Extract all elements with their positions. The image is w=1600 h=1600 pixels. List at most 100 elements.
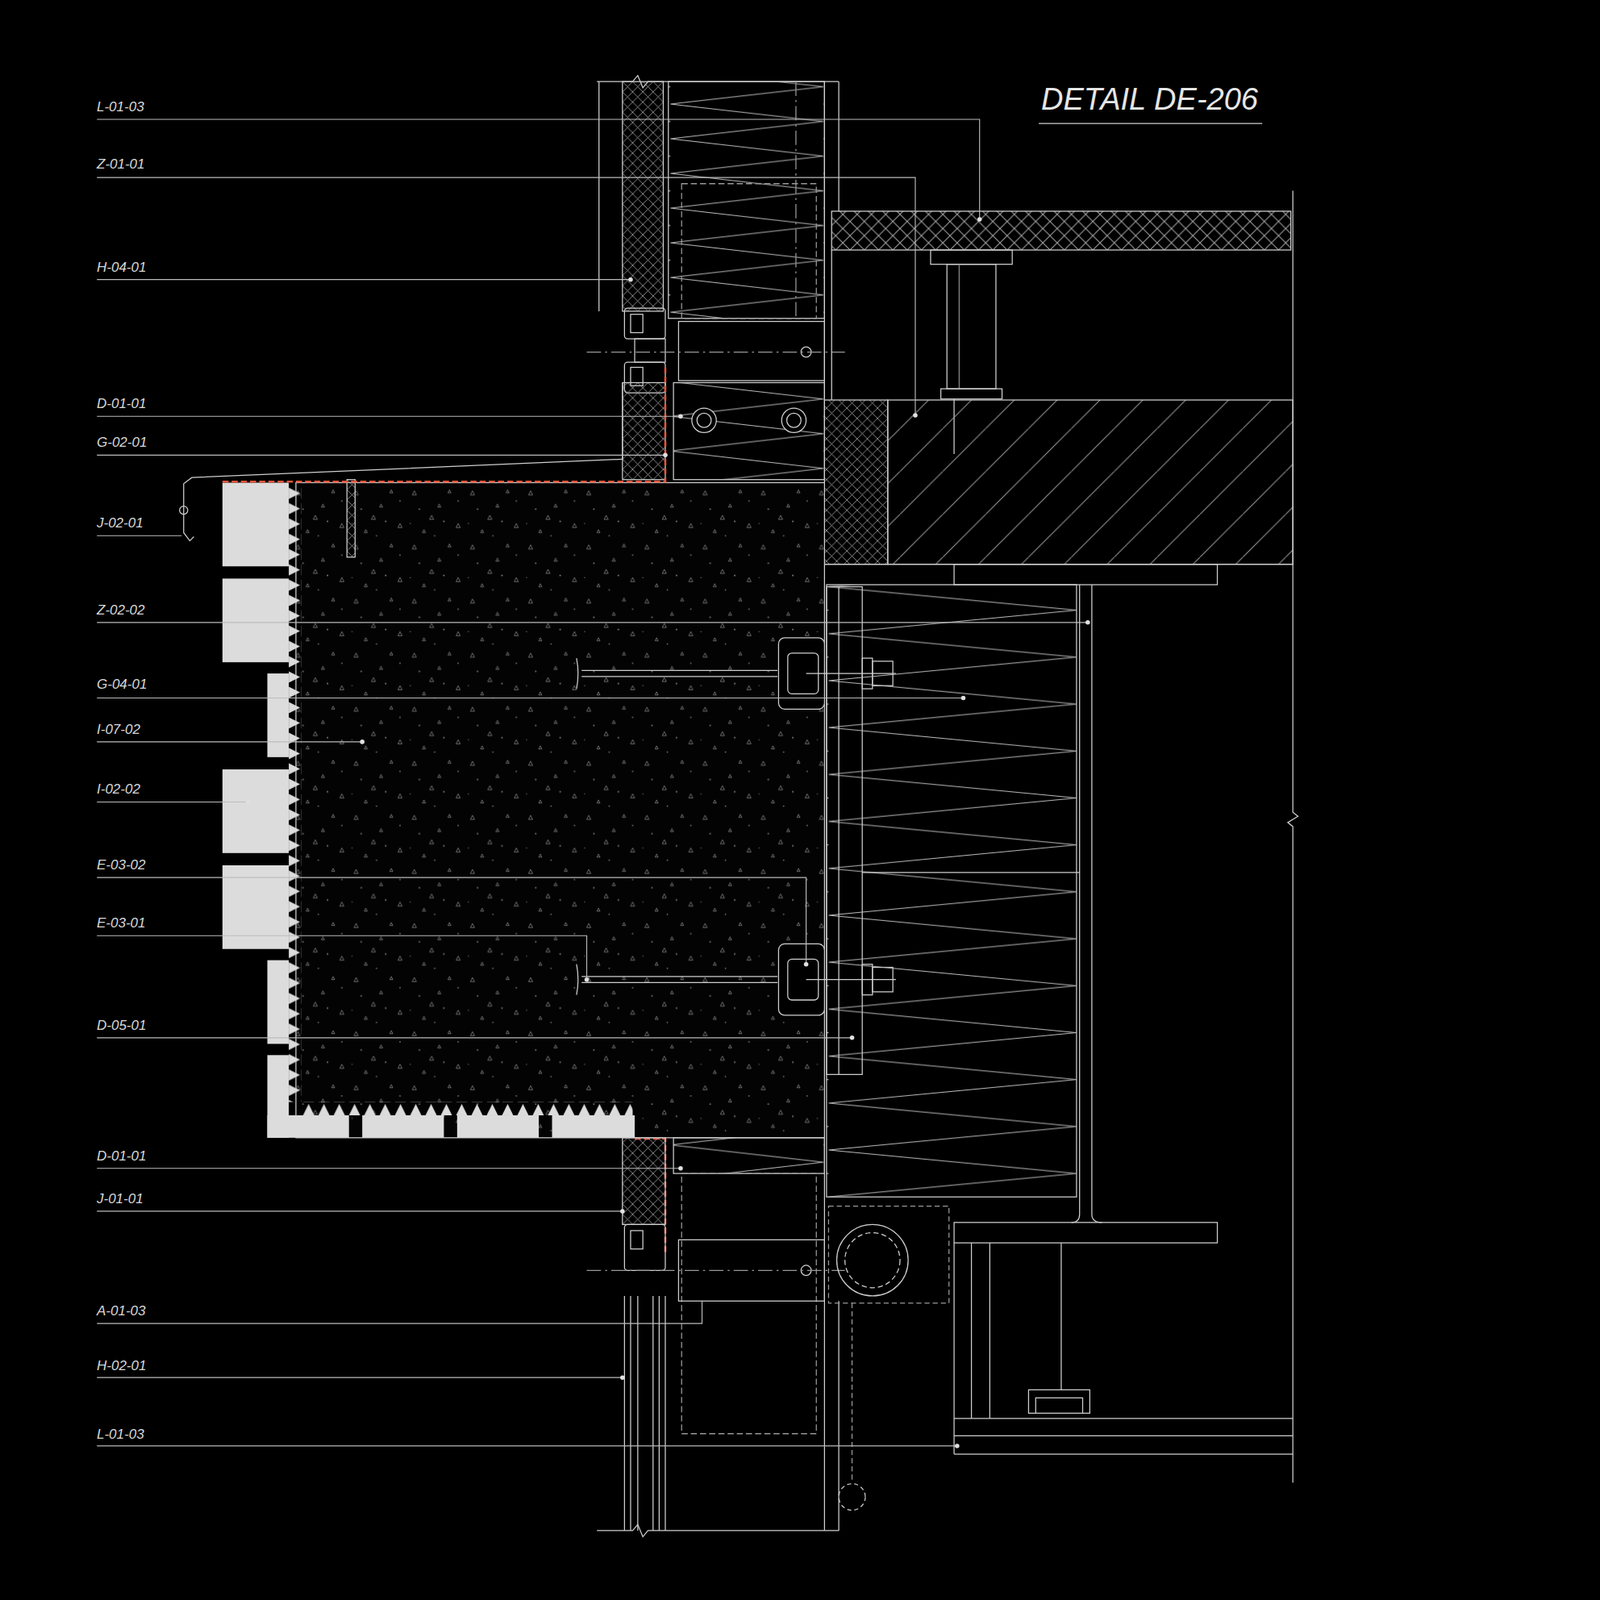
leader-lines: [96, 119, 1263, 1449]
anchor-upper-part: [576, 658, 579, 689]
detail-title: DETAIL DE-206: [1041, 83, 1259, 115]
lower-wall-part: [596, 1524, 839, 1537]
leader-lines-part: [96, 1300, 702, 1324]
leader-lines-part: [628, 277, 634, 283]
pipe-and-ceiling-part: [1060, 1242, 1062, 1390]
leader-lines-part: [96, 877, 806, 965]
leader-lines-part: [678, 1166, 684, 1171]
upper-wall-part: [781, 408, 806, 433]
leader-lines-part: [96, 1445, 958, 1446]
lower-wall-part: [673, 1137, 825, 1174]
upper-wall-part: [624, 308, 666, 339]
callout-code: I-02-02: [96, 782, 141, 796]
membrane-part: [222, 365, 666, 482]
pipe-and-ceiling-part: [1028, 1389, 1090, 1413]
pipe-and-ceiling-part: [954, 1417, 1293, 1419]
lower-wall-part: [652, 1295, 654, 1531]
anchor-upper-part: [581, 675, 778, 677]
pipe-and-ceiling-part: [954, 1435, 1293, 1437]
leader-lines-part: [1085, 620, 1091, 625]
pipe-and-ceiling-part: [989, 1242, 991, 1419]
pipe-and-ceiling: [828, 1206, 1293, 1511]
callout-code: E-03-02: [96, 858, 146, 872]
precast-block-part: [362, 1115, 444, 1138]
leader-lines-part: [1038, 123, 1263, 125]
pipe-and-ceiling-part: [851, 1303, 853, 1482]
leader-lines-part: [662, 453, 668, 459]
membrane: [222, 365, 666, 1255]
anchor-lower-part: [581, 982, 778, 984]
leader-lines-part: [96, 1210, 623, 1212]
flashing-part: [179, 506, 188, 515]
leader-lines-part: [96, 1037, 852, 1038]
leader-lines-part: [678, 413, 684, 419]
leader-lines-part: [96, 801, 248, 803]
leader-lines-part: [912, 412, 918, 418]
upper-wall-part: [673, 382, 825, 480]
upper-wall-part: [621, 382, 623, 459]
precast-block-part: [457, 1115, 539, 1138]
callout-code: D-01-01: [96, 396, 146, 411]
precast-block-part: [267, 960, 290, 1045]
flashing-part: [183, 458, 623, 541]
steel-beam-part: [837, 587, 839, 1075]
anchor-lower-part: [581, 975, 778, 977]
callout-code: G-04-01: [96, 677, 147, 692]
leader-lines-part: [96, 1167, 681, 1169]
callout-code: L-01-03: [96, 1427, 145, 1442]
leader-lines-part: [96, 119, 980, 220]
pipe-and-ceiling-part: [828, 1206, 949, 1304]
leader-lines-part: [96, 935, 587, 980]
leader-lines-part: [954, 1443, 960, 1449]
pipe-and-ceiling-part: [837, 1224, 909, 1296]
leader-lines-part: [96, 177, 916, 416]
floor-slab-part: [941, 388, 1003, 400]
anchor-upper-part: [581, 670, 778, 671]
precast-block-part: [267, 1115, 350, 1138]
upper-wall-part: [795, 81, 796, 319]
precast-block-part: [300, 1102, 633, 1116]
leader-lines-part: [245, 216, 1091, 1448]
callout-code: J-01-01: [96, 1191, 144, 1206]
steel-beam-part: [826, 584, 1077, 1197]
steel-beam-part: [826, 587, 863, 1075]
lower-wall-part: [637, 1295, 638, 1531]
steel-beam-part: [954, 564, 1217, 585]
floor-slab-part: [946, 264, 996, 389]
lower-wall-part: [587, 1270, 846, 1271]
leader-lines-part: [96, 697, 963, 699]
steel-beam-part: [954, 1222, 1217, 1243]
callout-code: J-02-01: [96, 516, 144, 530]
upper-wall-part: [634, 338, 666, 363]
leader-lines-part: [961, 695, 967, 701]
steel-beam: [826, 564, 1218, 1243]
leader-lines-part: [620, 1208, 625, 1214]
upper-wall-part: [691, 408, 717, 433]
upper-wall-part: [622, 81, 664, 312]
precast-block-part: [552, 1115, 635, 1138]
callout-code: A-01-03: [96, 1304, 146, 1318]
leader-lines-part: [96, 741, 363, 742]
anchor-lower-part: [576, 964, 579, 996]
lower-wall-part: [630, 1230, 643, 1250]
upper-wall-part: [668, 81, 825, 319]
precast-block-part: [222, 578, 289, 663]
leader-lines-part: [850, 1035, 855, 1041]
leader-lines-part: [620, 1375, 625, 1380]
callout-code: G-02-01: [96, 435, 147, 450]
upper-wall: [587, 75, 846, 480]
pipe-and-ceiling-part: [845, 1232, 900, 1288]
lower-wall-part: [664, 1295, 666, 1531]
break-line-part: [1287, 191, 1299, 1484]
callout-code: H-02-01: [96, 1358, 146, 1373]
callout-code: E-03-01: [96, 916, 146, 930]
steel-beam-part: [1071, 584, 1080, 1223]
lower-wall-part: [837, 1300, 839, 1531]
leader-lines-part: [245, 800, 251, 805]
leader-lines-part: [96, 454, 666, 456]
callout-code: H-04-01: [96, 260, 146, 275]
floor-slab: [824, 211, 1293, 565]
floor-slab-part: [831, 211, 1291, 250]
leader-lines-part: [359, 739, 365, 745]
